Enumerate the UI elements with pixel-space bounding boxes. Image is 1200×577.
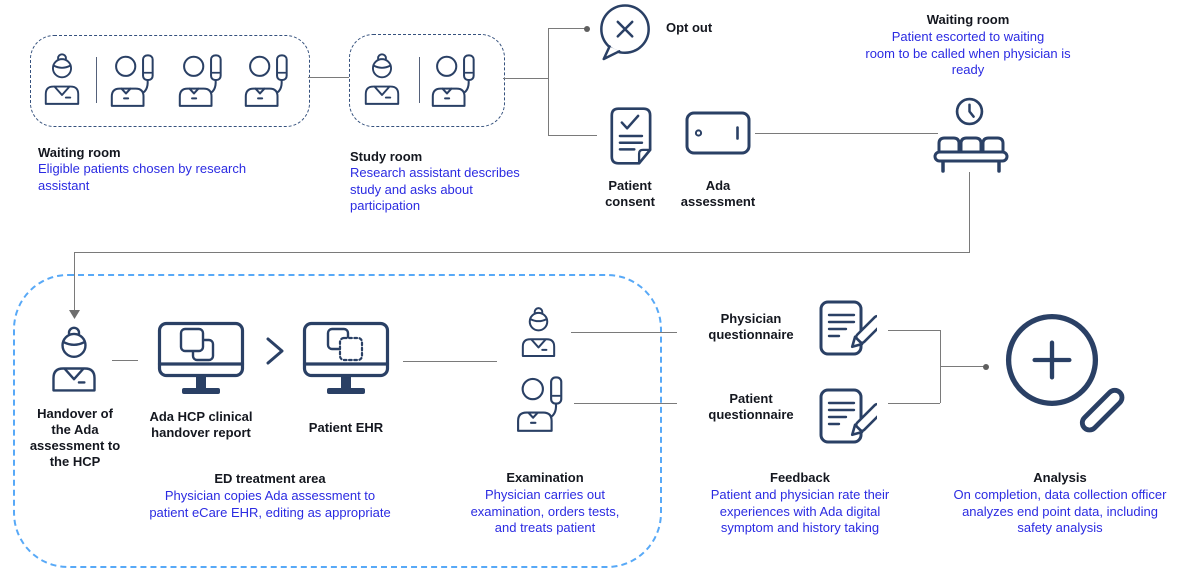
connector-line bbox=[574, 403, 677, 404]
patient-icon bbox=[517, 376, 563, 432]
connector-line bbox=[403, 361, 497, 362]
physician-questionnaire-label: Physician questionnaire bbox=[708, 311, 794, 342]
physician-icon bbox=[52, 326, 96, 392]
ada-assessment-tablet-icon bbox=[685, 111, 751, 155]
questionnaire-icon bbox=[819, 388, 877, 444]
patient-ehr-label: Patient EHR bbox=[308, 420, 384, 435]
patient-consent-label: Patient consent bbox=[605, 178, 655, 209]
ada-hcp-report-label: Ada HCP clinical handover report bbox=[149, 409, 253, 440]
connector-line bbox=[755, 133, 938, 134]
handover-report-monitor-icon bbox=[157, 321, 245, 394]
connector-line bbox=[112, 360, 138, 361]
patient-ehr-monitor-icon bbox=[302, 321, 390, 394]
clock-icon bbox=[955, 97, 984, 126]
handover-label: Handover of the Ada assessment to the HC… bbox=[29, 406, 121, 469]
research-assistant-icon bbox=[44, 53, 80, 105]
magnifier-plus-icon bbox=[1005, 313, 1125, 433]
connector-line bbox=[969, 172, 970, 253]
waiting-room-left-title: Waiting room bbox=[38, 145, 121, 160]
physician-icon bbox=[521, 307, 556, 357]
connector-line bbox=[940, 366, 985, 367]
examination-title: Examination bbox=[506, 470, 584, 485]
ada-assessment-label: Ada assessment bbox=[680, 178, 756, 209]
feedback-title: Feedback bbox=[770, 470, 830, 485]
connector-endpoint-dot bbox=[584, 25, 590, 32]
connector-line bbox=[308, 77, 351, 78]
connector-line bbox=[74, 252, 75, 311]
connector-line bbox=[571, 332, 677, 333]
connector-line bbox=[888, 330, 940, 331]
connector-line bbox=[888, 403, 940, 404]
analysis-desc: On completion, data collection officer a… bbox=[953, 487, 1167, 535]
feedback-desc: Patient and physician rate their experie… bbox=[710, 487, 890, 535]
examination-desc: Physician carries out examination, order… bbox=[470, 487, 620, 535]
patient-icon bbox=[178, 54, 222, 107]
patient-questionnaire-label: Patient questionnaire bbox=[708, 391, 794, 422]
connector-line bbox=[548, 28, 549, 135]
group-divider bbox=[96, 57, 97, 103]
connector-line bbox=[74, 252, 970, 253]
ed-treatment-area-group bbox=[13, 274, 662, 568]
ed-treatment-area-desc: Physician copies Ada assessment to patie… bbox=[149, 488, 391, 520]
connector-line bbox=[503, 78, 548, 79]
research-assistant-icon bbox=[364, 53, 400, 105]
waiting-room-right-title: Waiting room bbox=[926, 12, 1010, 27]
analysis-title: Analysis bbox=[1033, 470, 1087, 485]
patient-icon bbox=[110, 54, 154, 107]
ed-treatment-area-title: ED treatment area bbox=[214, 471, 326, 486]
waiting-room-left-desc: Eligible patients chosen by research ass… bbox=[38, 161, 247, 193]
opt-out-label: Opt out bbox=[666, 20, 713, 35]
waiting-room-group bbox=[30, 35, 310, 127]
consent-document-icon bbox=[610, 107, 652, 165]
arrow-down-icon bbox=[69, 310, 80, 319]
patient-icon bbox=[244, 54, 288, 107]
group-divider bbox=[419, 57, 420, 103]
connector-line bbox=[548, 135, 597, 136]
questionnaire-icon bbox=[819, 300, 877, 356]
connector-endpoint-dot bbox=[983, 363, 989, 370]
chevron-right-icon bbox=[266, 337, 284, 365]
connector-line bbox=[548, 28, 586, 29]
study-room-title: Study room bbox=[350, 149, 423, 164]
study-room-desc: Research assistant describes study and a… bbox=[350, 165, 520, 213]
study-room-group bbox=[349, 34, 505, 127]
waiting-bench-icon bbox=[933, 136, 1009, 173]
opt-out-icon bbox=[600, 4, 650, 61]
waiting-room-right-desc: Patient escorted to waiting room to be c… bbox=[865, 29, 1071, 77]
patient-icon bbox=[431, 54, 475, 107]
